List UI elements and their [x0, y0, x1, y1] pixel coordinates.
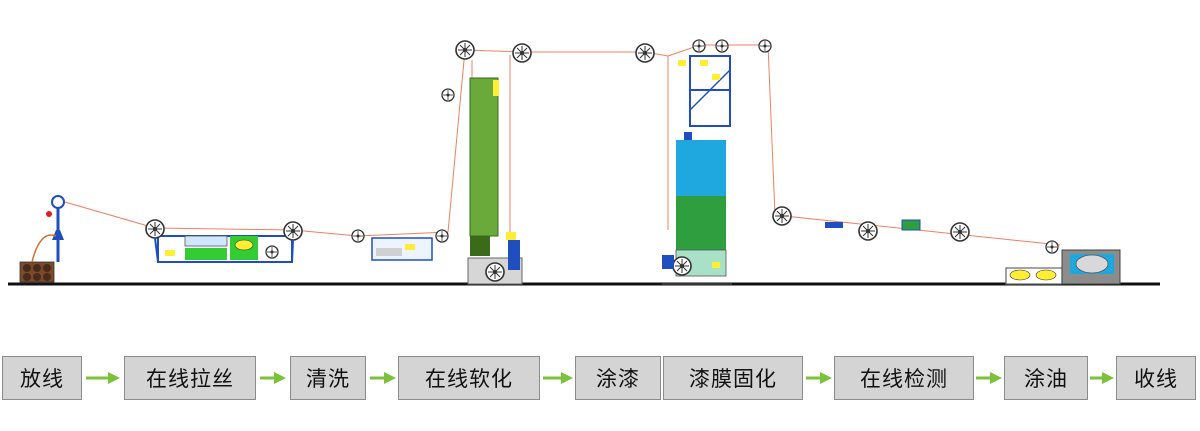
step-cleaning: 清洗: [290, 356, 366, 400]
step-coating: 涂漆: [575, 356, 661, 400]
step-take-up: 收线: [1116, 356, 1196, 400]
take-up-machine: [1005, 240, 1121, 285]
arrow-right-icon: [976, 372, 1002, 384]
arrow-right-icon: [370, 372, 396, 384]
wire-drawing-machine: [145, 219, 303, 263]
arrow-right-icon: [1090, 372, 1114, 384]
step-oiling: 涂油: [1004, 356, 1088, 400]
inspection-line: [772, 206, 970, 242]
step-label: 涂油: [1024, 367, 1068, 391]
step-curing: 漆膜固化: [663, 356, 803, 400]
step-annealing: 在线软化: [398, 356, 540, 400]
step-label: 收线: [1134, 367, 1178, 391]
arrow-right-icon: [260, 372, 286, 384]
annealing-unit: [441, 40, 532, 285]
step-label: 在线检测: [860, 367, 948, 391]
step-label: 放线: [20, 367, 64, 391]
arrow-right-icon: [806, 372, 832, 384]
step-wire-drawing: 在线拉丝: [124, 356, 256, 400]
step-label: 在线拉丝: [146, 367, 234, 391]
step-label: 涂漆: [596, 367, 640, 391]
arrow-right-icon: [86, 372, 120, 384]
coating-tower: [635, 39, 772, 285]
step-label: 清洗: [306, 367, 350, 391]
cleaning-station: [351, 229, 449, 261]
arrow-right-icon: [543, 372, 573, 384]
step-payoff: 放线: [2, 356, 82, 400]
step-label: 在线软化: [425, 367, 513, 391]
wire-path: [57, 44, 1061, 246]
payoff-station: [19, 195, 65, 283]
step-inspection: 在线检测: [834, 356, 974, 400]
production-line-illustration: [8, 39, 1160, 286]
step-label: 漆膜固化: [689, 367, 777, 391]
